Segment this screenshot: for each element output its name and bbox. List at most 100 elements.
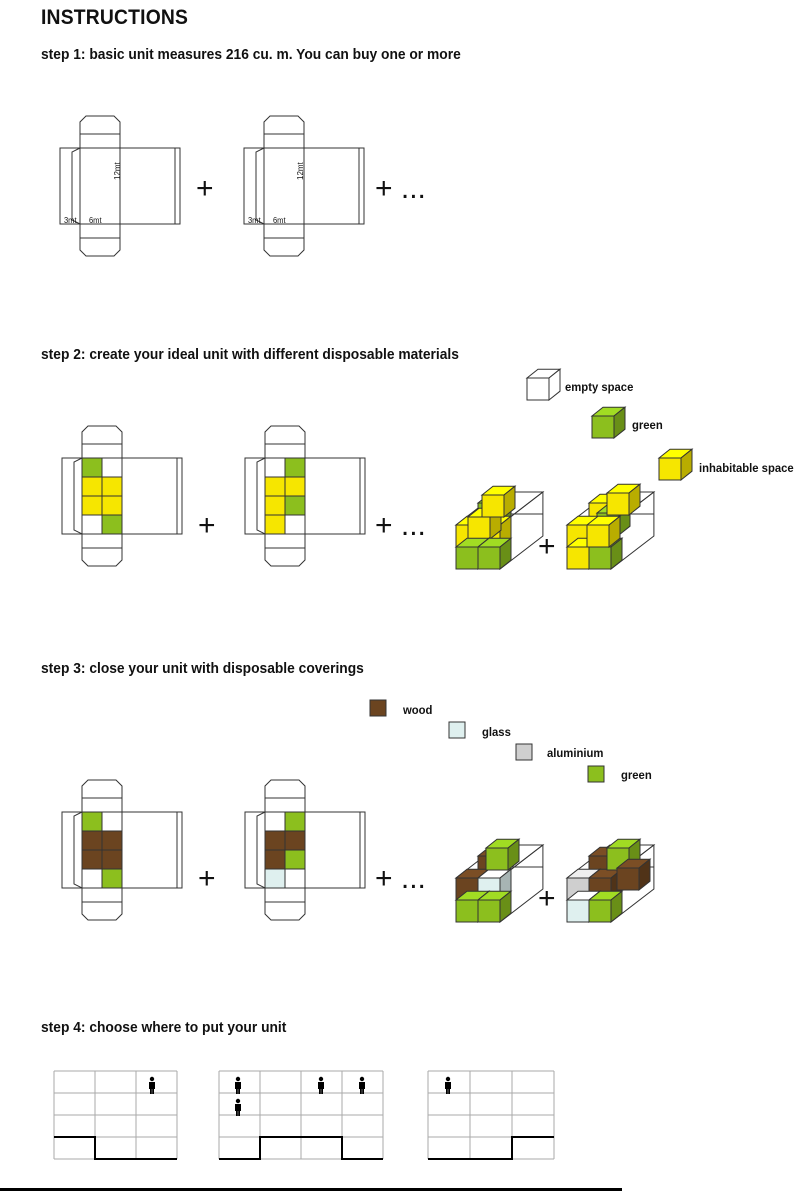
net-top-flap: [264, 425, 306, 459]
iso-cube: [476, 537, 513, 571]
legend-cube-green: [590, 406, 627, 440]
covered-unit-iso-2: [565, 838, 656, 924]
site-option-3: [427, 1070, 555, 1160]
cube-front: [586, 524, 610, 548]
person-icon: [149, 1076, 155, 1094]
person-icon: [235, 1076, 241, 1094]
person-head: [445, 1076, 451, 1082]
site-ground-line: [219, 1136, 383, 1160]
net-top-flap: [81, 425, 123, 459]
plus-sign-s3: +: [198, 862, 216, 895]
legend-green-covering: green: [621, 768, 652, 782]
ideal-unit-iso-1: [454, 485, 545, 571]
net-top-flap: [81, 779, 123, 813]
net-tab: [71, 147, 81, 225]
site-option-1: [53, 1070, 178, 1160]
depth-label-2: 3mt: [248, 216, 261, 225]
depth-label-1: 3mt: [64, 216, 77, 225]
height-label-1: 12mt: [113, 162, 122, 180]
page-title: INSTRUCTIONS: [41, 6, 189, 29]
net-cell: [264, 476, 286, 497]
legend-cube-empty: [525, 368, 562, 402]
person-body: [318, 1082, 324, 1089]
person-leg: [152, 1089, 154, 1094]
height-label-2: 12mt: [296, 162, 305, 180]
covered-unit-iso-1: [454, 838, 545, 924]
net-cell: [264, 868, 286, 889]
step-3-heading: step 3: close your unit with disposable …: [41, 660, 364, 677]
person-leg: [236, 1089, 238, 1094]
cube-side: [638, 858, 651, 892]
cube-front: [526, 377, 550, 401]
person-leg: [150, 1089, 152, 1094]
net-cell: [101, 476, 123, 497]
cube-front: [566, 546, 590, 570]
site-option-2: [218, 1070, 384, 1160]
ideal-unit-net-1: [61, 425, 183, 567]
more-sign-s3: + ...: [375, 862, 426, 895]
cube-side: [499, 537, 512, 571]
net-cell: [101, 868, 123, 889]
cube-side: [503, 485, 516, 519]
legend-aluminium: aluminium: [547, 746, 604, 760]
net-tab: [256, 811, 266, 889]
more-sign-s1: + ...: [375, 172, 426, 205]
net-tab: [73, 811, 83, 889]
cube-front: [588, 546, 612, 570]
net-cell: [284, 495, 306, 516]
iso-cube: [615, 858, 652, 892]
iso-cube: [585, 515, 622, 549]
net-cell: [81, 476, 103, 497]
net-panel: [304, 457, 361, 535]
person-leg: [446, 1089, 448, 1094]
person-icon: [235, 1098, 241, 1116]
net-cell: [101, 495, 123, 516]
net-bottom-flap: [264, 533, 306, 567]
legend-swatch-aluminium: [515, 743, 533, 761]
page-bottom-rule: [0, 1188, 622, 1191]
net-tab: [256, 457, 266, 535]
cube-side: [507, 838, 520, 872]
net-cell: [264, 495, 286, 516]
net-bottom-flap: [79, 223, 121, 257]
iso-cube: [587, 890, 624, 924]
cube-side: [613, 406, 626, 440]
net-top-flap: [79, 115, 121, 149]
net-top-flap: [263, 115, 305, 149]
legend-glass: glass: [482, 725, 511, 739]
net-cell: [264, 514, 286, 535]
person-icon: [318, 1076, 324, 1094]
cube-front: [606, 492, 630, 516]
legend-empty-space: empty space: [565, 380, 634, 394]
step-2-heading: step 2: create your ideal unit with diff…: [41, 346, 459, 363]
net-cell: [264, 849, 286, 870]
person-leg: [238, 1111, 240, 1116]
plus-sign-s1: +: [196, 172, 214, 205]
person-icon: [359, 1076, 365, 1094]
person-body: [235, 1104, 241, 1111]
plus-sign-s2-iso: +: [538, 530, 556, 563]
net-tab: [255, 147, 265, 225]
iso-cube: [605, 483, 642, 517]
cube-front: [588, 899, 612, 923]
person-leg: [448, 1089, 450, 1094]
legend-inhabitable: inhabitable space: [699, 461, 794, 475]
net-panel: [121, 811, 178, 889]
cube-side: [610, 537, 623, 571]
person-body: [445, 1082, 451, 1089]
person-leg: [319, 1089, 321, 1094]
person-leg: [360, 1089, 362, 1094]
net-cell: [81, 830, 103, 851]
person-head: [235, 1098, 241, 1104]
covered-unit-net-2: [244, 779, 366, 921]
person-body: [235, 1082, 241, 1089]
cube-front: [481, 494, 505, 518]
person-icon: [445, 1076, 451, 1094]
cube-side: [548, 368, 561, 402]
net-cell: [101, 830, 123, 851]
cube-side: [610, 890, 623, 924]
legend-swatch-glass: [448, 721, 466, 739]
site-ground-line: [428, 1136, 554, 1160]
cube-front: [477, 899, 501, 923]
